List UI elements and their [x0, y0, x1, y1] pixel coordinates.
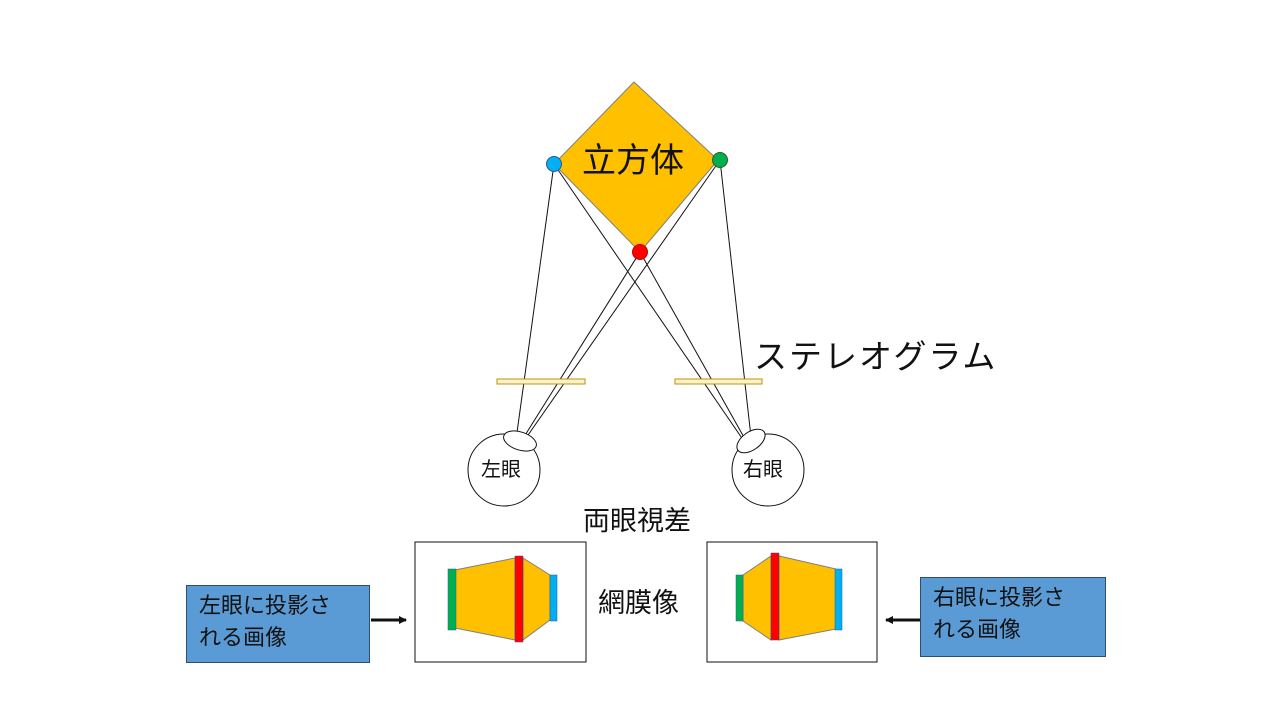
- left-retinal-red-bar: [514, 555, 524, 643]
- left-retinal-blue-bar: [549, 574, 558, 622]
- projection-lines: [514, 159, 753, 449]
- cube-label: 立方体: [582, 141, 684, 181]
- left-eye-label: 左眼: [481, 457, 521, 481]
- left-projection-callout: 左眼に投影さ れる画像: [186, 585, 370, 663]
- right-retinal-blue-bar: [834, 568, 843, 631]
- right-eye-lens: [736, 428, 766, 454]
- line-red-to-left-eye: [516, 251, 641, 449]
- line-red-to-right-eye: [639, 251, 751, 449]
- line-blue-to-left-eye: [514, 163, 555, 448]
- red-point: [632, 244, 648, 260]
- right-projection-callout: 右眼に投影さ れる画像: [920, 577, 1106, 657]
- left-retinal-green-bar: [447, 568, 457, 631]
- right-retinal-red-bar: [770, 552, 780, 641]
- left-retinal-cube-face: [454, 557, 516, 641]
- blue-point: [546, 156, 562, 172]
- line-blue-to-right-eye: [553, 163, 749, 448]
- stereogram-plate-right: [674, 378, 763, 385]
- binocular-disparity-label: 両眼視差: [583, 506, 691, 537]
- right-eye-label: 右眼: [743, 457, 783, 481]
- right-retinal-cube-face: [778, 555, 837, 641]
- retinal-image-label: 網膜像: [598, 588, 679, 619]
- green-point: [712, 152, 728, 168]
- line-green-to-right-eye: [719, 159, 753, 447]
- left-eye-lens: [503, 430, 537, 452]
- right-retinal-green-bar: [735, 574, 744, 622]
- stereogram-plate-left: [496, 378, 586, 385]
- left-eye: [467, 433, 541, 507]
- stereogram-label: ステレオグラム: [754, 337, 998, 376]
- line-green-to-left-eye: [518, 159, 721, 449]
